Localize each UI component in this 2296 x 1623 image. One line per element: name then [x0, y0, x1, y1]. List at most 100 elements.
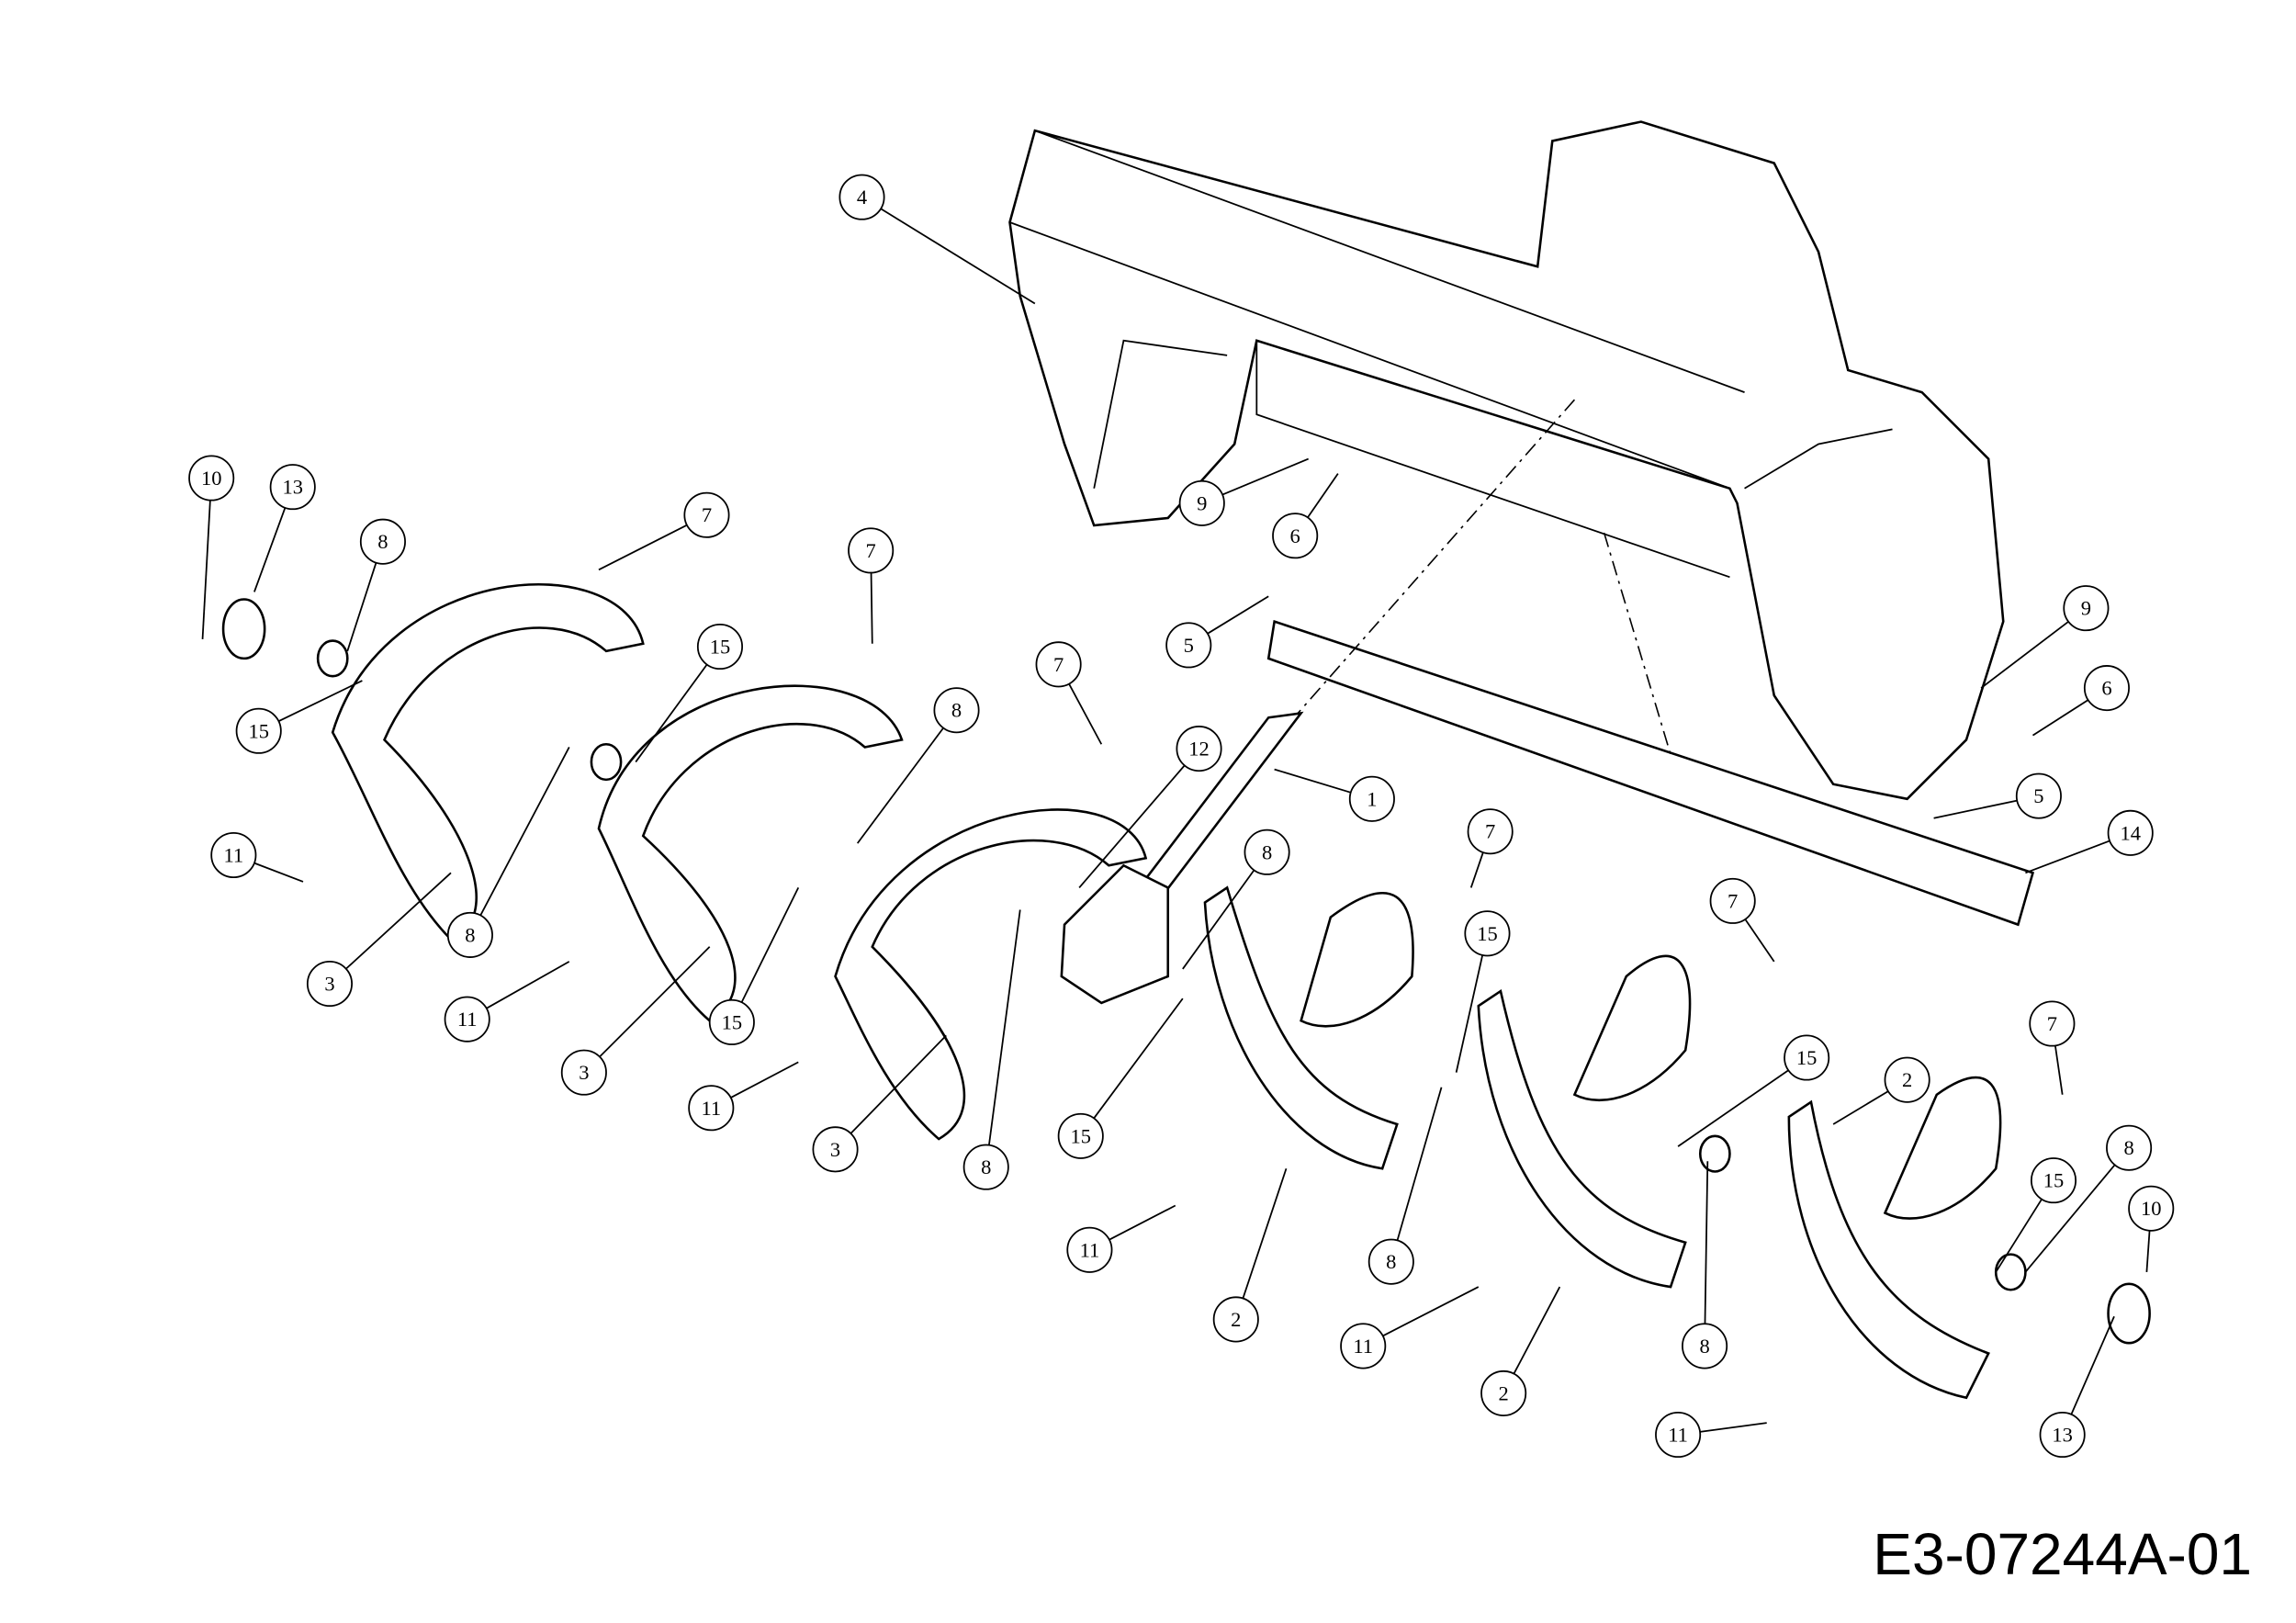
callout-number: 8 [951, 699, 962, 722]
callout-circle [2083, 665, 2130, 712]
callout-number: 15 [248, 719, 269, 742]
callout-number: 15 [1070, 1124, 1091, 1147]
callout-part-2: 6 [1272, 473, 1339, 559]
leader-line [479, 747, 570, 916]
callout-number: 5 [2033, 784, 2043, 807]
leader-line [598, 524, 688, 571]
leader-line [1221, 457, 1310, 496]
bearings-left [221, 598, 623, 782]
callout-part-37: 7 [1709, 877, 1775, 963]
callout-part-39: 2 [1832, 1056, 1930, 1125]
callout-circle [359, 518, 406, 565]
callout-part-17: 7 [1035, 641, 1103, 745]
leader-line [1182, 869, 1255, 970]
callout-circle [2128, 1185, 2175, 1232]
callout-circle [1884, 1056, 1930, 1103]
leader-line [880, 208, 1036, 305]
callout-number: 8 [2123, 1136, 2133, 1159]
leader-line [1382, 1286, 1480, 1337]
callout-part-38: 15 [1677, 1034, 1830, 1147]
callout-part-27: 8 [962, 909, 1021, 1190]
callout-circle [235, 707, 282, 754]
callout-part-8: 15 [635, 623, 743, 763]
callout-circle [1165, 622, 1212, 669]
callout-part-45: 10 [2128, 1185, 2175, 1273]
callout-number: 3 [830, 1138, 840, 1161]
callout-circle [683, 491, 730, 538]
callout-part-26: 3 [812, 1034, 947, 1173]
callout-number: 8 [377, 530, 388, 553]
callout-circle [1244, 828, 1290, 875]
callout-number: 11 [1668, 1424, 1688, 1447]
callout-part-41: 11 [1655, 1411, 1767, 1459]
callout-part-25: 11 [688, 1061, 799, 1132]
callout-number: 10 [201, 467, 222, 490]
callout-part-46: 13 [2039, 1315, 2115, 1459]
callout-number: 13 [282, 476, 303, 499]
callout-part-31: 2 [1212, 1167, 1288, 1343]
callout-circle [696, 623, 743, 671]
leader-line [1980, 621, 2069, 689]
callout-number: 2 [1902, 1068, 1912, 1091]
callout-part-36: 2 [1480, 1286, 1561, 1416]
callout-number: 11 [1080, 1238, 1100, 1261]
callout-circle [708, 998, 755, 1045]
callout-circle [1066, 1226, 1113, 1273]
callout-part-21: 9 [1980, 585, 2110, 689]
callout-number: 8 [1262, 840, 1272, 863]
callout-part-10: 11 [210, 831, 304, 883]
callout-circle [812, 1126, 859, 1173]
callout-part-32: 7 [1467, 808, 1514, 888]
leader-line [278, 680, 363, 723]
callout-part-9: 15 [235, 680, 363, 754]
callout-circle [2015, 772, 2062, 819]
leader-line [2070, 1315, 2115, 1415]
callout-part-29: 15 [1057, 997, 1184, 1159]
callout-number: 15 [1796, 1046, 1818, 1069]
callout-number: 13 [2052, 1424, 2073, 1447]
leader-line [1455, 954, 1484, 1073]
callout-part-13: 11 [444, 961, 570, 1043]
callout-part-19: 5 [1165, 595, 1269, 669]
callout-circle [269, 464, 316, 511]
callout-number: 8 [465, 923, 475, 946]
callout-number: 15 [710, 636, 731, 659]
leader-line [599, 946, 711, 1058]
drawing-code: E3-07244A-01 [1873, 1521, 2252, 1587]
callout-number: 6 [2101, 677, 2111, 700]
callout-number: 8 [1699, 1335, 1709, 1358]
leader-line [1093, 997, 1184, 1119]
leader-line [1704, 1161, 1709, 1324]
callout-circle [306, 961, 354, 1008]
callout-number: 3 [579, 1061, 589, 1084]
leader-line [740, 887, 800, 1003]
callout-number: 11 [224, 843, 244, 866]
callout-circle [1057, 1112, 1104, 1159]
callout-circle [2063, 585, 2110, 632]
callout-number: 7 [866, 539, 876, 562]
callout-circle [933, 687, 980, 734]
leader-line [1513, 1286, 1561, 1375]
callout-number: 9 [2081, 597, 2091, 620]
callout-circle [962, 1144, 1009, 1190]
callout-number: 7 [1053, 653, 1064, 676]
leader-line [1109, 1204, 1176, 1241]
callout-number: 2 [1231, 1308, 1241, 1331]
callout-circle [2029, 1000, 2076, 1047]
leader-line [1469, 851, 1484, 888]
callout-number: 12 [1188, 738, 1210, 761]
bearings-right [1698, 1134, 2151, 1345]
callout-part-16: 8 [856, 687, 980, 844]
callout-part-44: 15 [1995, 1157, 2077, 1273]
callout-circle [446, 911, 493, 958]
callout-part-22: 6 [2032, 665, 2130, 737]
leader-line [856, 727, 944, 844]
leader-line [1068, 683, 1103, 745]
callout-circle [444, 996, 490, 1043]
leader-line [730, 1061, 799, 1099]
leader-line [2024, 1164, 2116, 1273]
callout-circle [1272, 513, 1319, 559]
leader-line [486, 961, 570, 1009]
leader-line [1832, 1090, 1889, 1125]
